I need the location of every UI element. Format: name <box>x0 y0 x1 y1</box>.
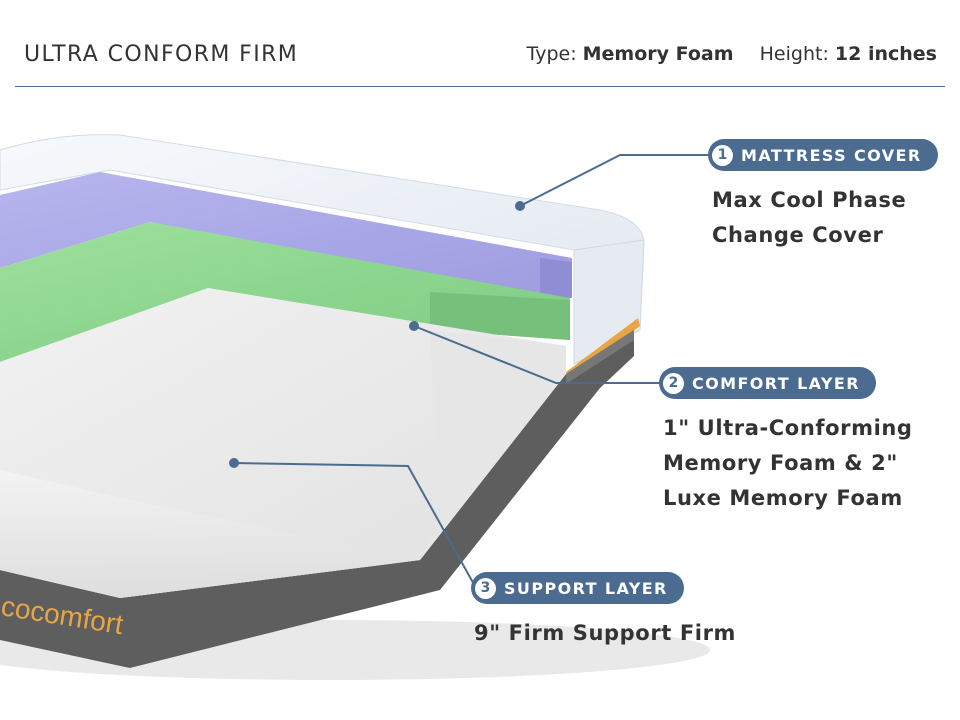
height-value: 12 inches <box>834 43 937 65</box>
description-line: Max Cool Phase <box>712 188 907 212</box>
leader-line-cover <box>519 154 712 207</box>
base-layer <box>0 330 634 668</box>
product-specs: Type: Memory Foam Height: 12 inches <box>527 43 937 65</box>
callout-label: SUPPORT LAYER <box>504 578 668 598</box>
type-value: Memory Foam <box>582 43 734 65</box>
marker-support <box>229 458 239 468</box>
support-right-side <box>420 330 566 560</box>
comfort-top-layer <box>0 172 572 298</box>
description-line: Change Cover <box>712 223 884 247</box>
description-mattress-cover: Max Cool Phase Change Cover <box>712 183 906 253</box>
callout-number: 2 <box>663 372 684 394</box>
callout-number: 1 <box>712 144 733 166</box>
callout-comfort-layer: 2 COMFORT LAYER <box>659 367 876 399</box>
callout-label: COMFORT LAYER <box>692 373 860 393</box>
height-label: Height: <box>759 43 829 65</box>
description-support-layer: 9" Firm Support Firm <box>474 616 736 651</box>
leader-line-support <box>233 462 477 589</box>
comfort-top-edge <box>540 258 572 298</box>
leader-line-comfort <box>413 325 662 384</box>
callout-label: MATTRESS COVER <box>741 145 922 165</box>
marker-cover <box>515 201 525 211</box>
marker-comfort <box>409 321 419 331</box>
description-comfort-layer: 1" Ultra-Conforming Memory Foam & 2" Lux… <box>663 411 913 516</box>
description-line: 1" Ultra-Conforming <box>663 416 913 440</box>
description-line: Memory Foam & 2" <box>663 451 898 475</box>
description-line: Luxe Memory Foam <box>663 486 903 510</box>
base-upper-edge <box>566 330 634 384</box>
product-title: ULTRA CONFORM FIRM <box>24 42 299 67</box>
callout-mattress-cover: 1 MATTRESS COVER <box>708 139 938 171</box>
description-line: 9" Firm Support Firm <box>474 621 737 645</box>
header: ULTRA CONFORM FIRM Type: Memory Foam Hei… <box>15 0 945 87</box>
callout-number: 3 <box>475 577 496 599</box>
support-side <box>0 470 420 598</box>
callout-support-layer: 3 SUPPORT LAYER <box>471 572 684 604</box>
comfort-green-edge <box>430 292 570 340</box>
type-label: Type: <box>526 43 577 65</box>
